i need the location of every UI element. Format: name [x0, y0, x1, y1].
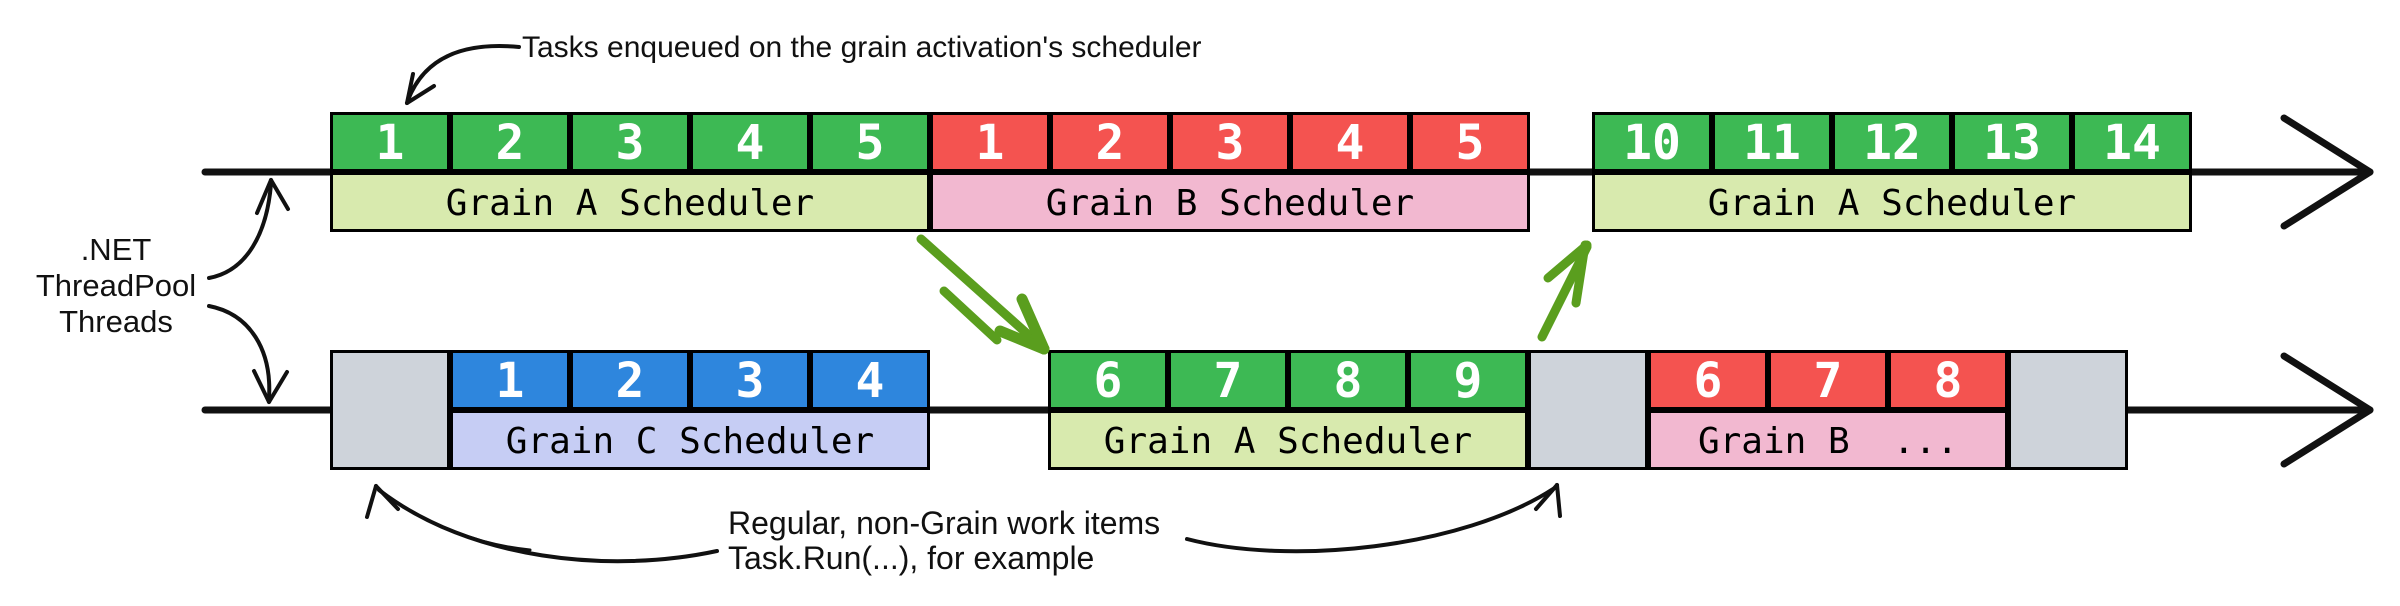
threadpool-label: .NET ThreadPool Threads — [14, 232, 218, 340]
tasks-note-arrow — [405, 44, 521, 105]
task-block: 12 — [1832, 112, 1952, 172]
task-block: 1 — [450, 350, 570, 410]
task-block: 9 — [1408, 350, 1528, 410]
non-grain-block — [330, 350, 450, 470]
scheduler-band: Grain B ... — [1648, 410, 2008, 470]
task-block: 5 — [1410, 112, 1530, 172]
task-queue: 1 2 3 4 — [450, 350, 930, 410]
segment-grain-c: 1 2 3 4 Grain C Scheduler — [450, 350, 930, 470]
non-grain-block — [2008, 350, 2128, 470]
task-queue: 1 2 3 4 5 — [930, 112, 1530, 172]
segment-grain-a-bottom: 6 7 8 9 Grain A Scheduler — [1048, 350, 1528, 470]
non-grain-block — [1528, 350, 1648, 470]
task-block: 7 — [1168, 350, 1288, 410]
task-block: 1 — [930, 112, 1050, 172]
task-block: 4 — [690, 112, 810, 172]
scheduler-band: Grain B Scheduler — [930, 172, 1530, 232]
non-grain-note-line2: Task.Run(...), for example — [728, 540, 1095, 576]
scheduler-band: Grain A Scheduler — [330, 172, 930, 232]
scheduler-band: Grain A Scheduler — [1048, 410, 1528, 470]
task-block: 8 — [1888, 350, 2008, 410]
segment-grain-a-top-right: 10 11 12 13 14 Grain A Scheduler — [1592, 112, 2192, 232]
threadpool-label-line1: .NET — [80, 232, 152, 267]
task-block: 13 — [1952, 112, 2072, 172]
task-block: 6 — [1048, 350, 1168, 410]
task-block: 4 — [1290, 112, 1410, 172]
green-arrow-up-icon — [1537, 240, 1592, 342]
threadpool-arrow-bottom — [207, 304, 289, 404]
green-arrow-down-icon — [916, 234, 1050, 355]
task-queue: 10 11 12 13 14 — [1592, 112, 2192, 172]
task-block: 2 — [570, 350, 690, 410]
task-block: 11 — [1712, 112, 1832, 172]
task-block: 3 — [1170, 112, 1290, 172]
task-block: 7 — [1768, 350, 1888, 410]
task-block: 2 — [1050, 112, 1170, 172]
threadpool-label-line3: Threads — [59, 304, 173, 339]
task-block: 4 — [810, 350, 930, 410]
task-block: 5 — [810, 112, 930, 172]
task-block: 3 — [570, 112, 690, 172]
threadpool-label-line2: ThreadPool — [35, 268, 197, 303]
nongrain-arrow-left — [365, 484, 719, 564]
task-block: 6 — [1648, 350, 1768, 410]
threadpool-arrow-top — [207, 178, 290, 280]
task-block: 8 — [1288, 350, 1408, 410]
scheduler-band: Grain C Scheduler — [450, 410, 930, 470]
scheduler-band: Grain A Scheduler — [1592, 172, 2192, 232]
segment-grain-a-top: 1 2 3 4 5 Grain A Scheduler — [330, 112, 930, 232]
task-block: 14 — [2072, 112, 2192, 172]
non-grain-note: Regular, non-Grain work items Task.Run(.… — [728, 506, 1160, 576]
task-block: 3 — [690, 350, 810, 410]
task-queue: 6 7 8 — [1648, 350, 2008, 410]
task-block: 1 — [330, 112, 450, 172]
segment-grain-b-top: 1 2 3 4 5 Grain B Scheduler — [930, 112, 1530, 232]
task-queue: 1 2 3 4 5 — [330, 112, 930, 172]
segment-grain-b-bottom: 6 7 8 Grain B ... — [1648, 350, 2008, 470]
non-grain-note-line1: Regular, non-Grain work items — [728, 505, 1161, 541]
task-block: 2 — [450, 112, 570, 172]
task-queue: 6 7 8 9 — [1048, 350, 1528, 410]
tasks-note: Tasks enqueued on the grain activation's… — [522, 31, 1202, 64]
task-block: 10 — [1592, 112, 1712, 172]
nongrain-arrow-right — [1185, 483, 1562, 554]
